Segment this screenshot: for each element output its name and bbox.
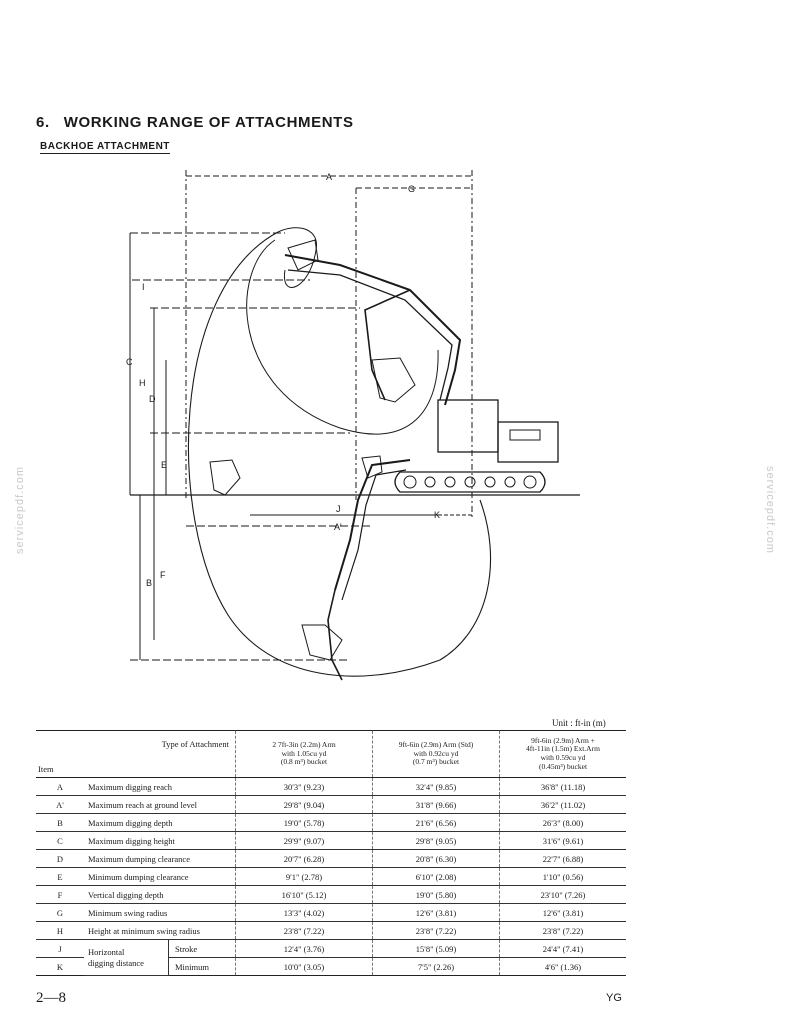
arm-lowered: [327, 589, 343, 681]
envelope-inner: [246, 239, 439, 435]
header-col-3: 9ft-6in (2.9m) Arm + 4ft-11in (1.5m) Ext…: [499, 730, 626, 778]
header-col-1: 2 7ft-3in (2.2m) Arm with 1.05cu yd (0.8…: [235, 730, 373, 778]
label-i: I: [142, 282, 145, 292]
header-type: Type of Attachment: [161, 739, 229, 749]
label-c: C: [126, 357, 133, 367]
label-g: G: [408, 184, 415, 194]
counterweight: [497, 421, 559, 463]
envelope-top-loop: [277, 227, 317, 288]
envelope-outer: [187, 231, 491, 677]
track-rollers: [403, 475, 537, 489]
track-frame: [394, 471, 546, 493]
label-d: D: [149, 394, 156, 404]
hood: [509, 429, 541, 441]
table-row-k: K Minimum 10'0" (3.05) 7'5" (2.26) 4'6" …: [36, 957, 626, 976]
bucket-top: [287, 239, 319, 271]
unit-label: Unit : ft-in (m): [552, 718, 606, 728]
header-col-2: 9ft-6in (2.9m) Arm (Std) with 0.92cu yd …: [372, 730, 500, 778]
arm-mid: [364, 289, 411, 401]
watermark-left: servicepdf.com: [14, 466, 26, 554]
label-e: E: [161, 460, 167, 470]
diagram-svg: A G I C H D E J K A' B F: [126, 170, 580, 681]
section-number: 6.: [36, 114, 50, 131]
table-header-row: Type of Attachment Item 2 7ft-3in (2.2m)…: [36, 730, 626, 778]
section-heading: 6. WORKING RANGE OF ATTACHMENTS: [36, 114, 354, 131]
label-h: H: [139, 378, 146, 388]
bucket-mid: [371, 357, 416, 403]
boom-lowered: [334, 459, 411, 591]
label-f: F: [160, 570, 166, 580]
label-b: B: [146, 578, 152, 588]
page-number: 2—8: [36, 990, 66, 1006]
label-j: J: [336, 504, 341, 514]
working-range-table: Type of Attachment Item 2 7ft-3in (2.2m)…: [36, 730, 626, 976]
label-a: A: [326, 172, 332, 182]
section-subtitle: BACKHOE ATTACHMENT: [40, 141, 170, 154]
label-a-prime: A': [334, 522, 342, 532]
cab: [437, 399, 499, 453]
header-item-type: Type of Attachment Item: [36, 730, 236, 778]
working-range-diagram: A G I C H D E J K A' B F: [110, 160, 590, 700]
bucket-ground: [209, 459, 241, 496]
model-code: YG: [606, 992, 622, 1004]
boom-raised: [284, 254, 462, 406]
section-title: WORKING RANGE OF ATTACHMENTS: [63, 114, 354, 131]
label-k: K: [434, 510, 440, 520]
bucket-low: [301, 624, 343, 661]
bucket-near-track: [361, 455, 383, 479]
watermark-right: servicepdf.com: [764, 466, 776, 554]
header-item: Item: [38, 764, 54, 774]
